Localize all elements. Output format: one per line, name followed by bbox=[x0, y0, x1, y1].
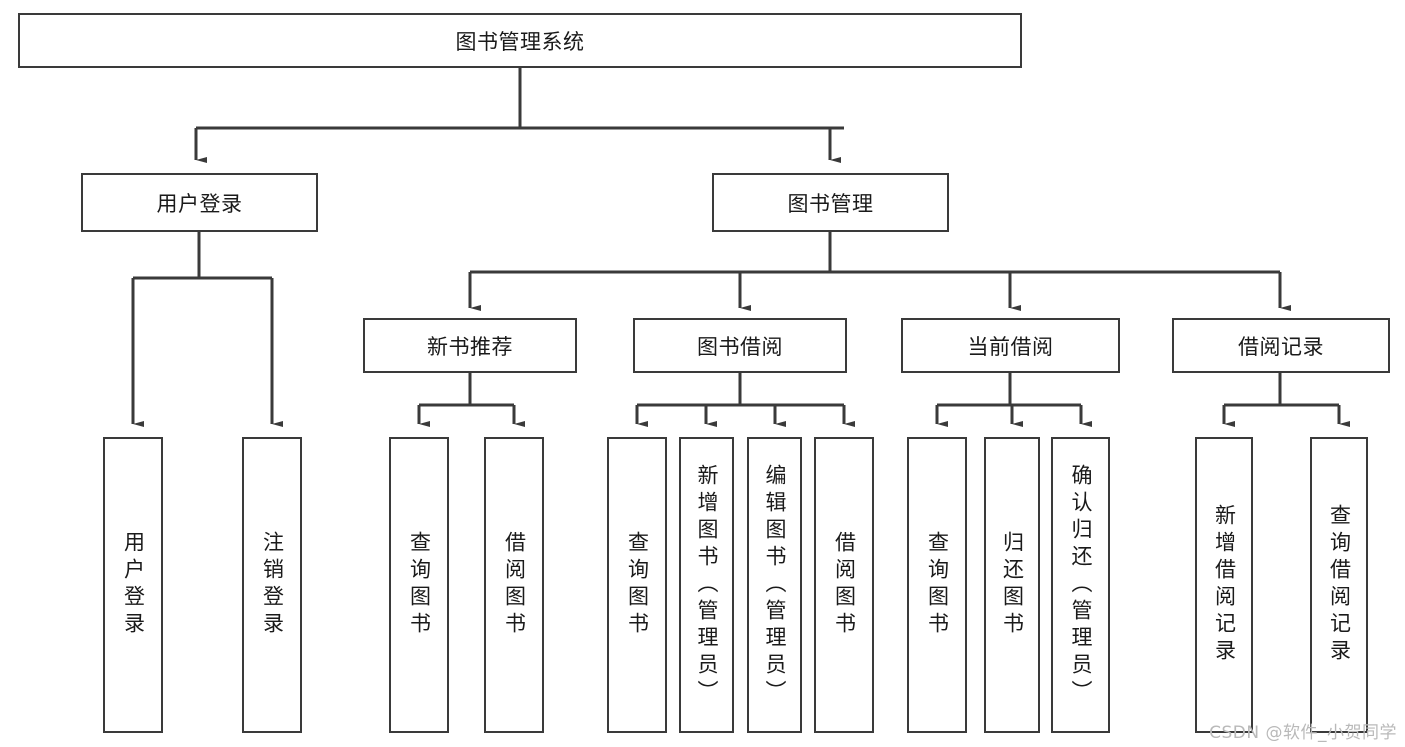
leaf-query-books-current[interactable]: 查询图书 bbox=[907, 437, 967, 733]
node-label: 借阅图书 bbox=[502, 531, 527, 639]
node-label: 查询图书 bbox=[407, 531, 432, 639]
node-borrowing-records[interactable]: 借阅记录 bbox=[1172, 318, 1390, 373]
leaf-query-books-borrowing[interactable]: 查询图书 bbox=[607, 437, 667, 733]
node-user-login[interactable]: 用户登录 bbox=[81, 173, 318, 232]
node-new-book-recommendation[interactable]: 新书推荐 bbox=[363, 318, 577, 373]
node-label: 查询图书 bbox=[925, 531, 950, 639]
node-label: 注销登录 bbox=[260, 531, 285, 639]
node-label: 借阅图书 bbox=[832, 531, 857, 639]
node-label: 查询借阅记录 bbox=[1327, 504, 1352, 666]
node-label: 图书管理系统 bbox=[455, 29, 585, 54]
node-root-book-management-system[interactable]: 图书管理系统 bbox=[18, 13, 1022, 68]
node-label: 当前借阅 bbox=[967, 334, 1054, 359]
node-label: 新增借阅记录 bbox=[1212, 504, 1237, 666]
leaf-user-login[interactable]: 用户登录 bbox=[103, 437, 163, 733]
leaf-confirm-return-admin[interactable]: 确认归还（管理员） bbox=[1051, 437, 1110, 733]
csdn-watermark: CSDN @软件_小贺同学 bbox=[1209, 723, 1397, 743]
node-label: 图书管理 bbox=[787, 191, 874, 216]
leaf-logout[interactable]: 注销登录 bbox=[242, 437, 302, 733]
node-label: 图书借阅 bbox=[697, 334, 783, 359]
node-label: 新书推荐 bbox=[427, 334, 513, 359]
node-label: 确认归还（管理员） bbox=[1069, 463, 1093, 707]
node-label: 用户登录 bbox=[156, 191, 243, 216]
leaf-borrow-books-borrowing[interactable]: 借阅图书 bbox=[814, 437, 874, 733]
node-label: 查询图书 bbox=[625, 531, 650, 639]
leaf-return-books[interactable]: 归还图书 bbox=[984, 437, 1040, 733]
node-label: 新增图书（管理员） bbox=[695, 463, 719, 707]
node-label: 用户登录 bbox=[121, 531, 146, 639]
leaf-add-book-admin[interactable]: 新增图书（管理员） bbox=[679, 437, 734, 733]
node-book-borrowing[interactable]: 图书借阅 bbox=[633, 318, 847, 373]
leaf-add-borrowing-record[interactable]: 新增借阅记录 bbox=[1195, 437, 1253, 733]
node-book-management[interactable]: 图书管理 bbox=[712, 173, 949, 232]
leaf-borrow-books-recommendation[interactable]: 借阅图书 bbox=[484, 437, 544, 733]
leaf-query-books-recommendation[interactable]: 查询图书 bbox=[389, 437, 449, 733]
leaf-query-borrowing-record[interactable]: 查询借阅记录 bbox=[1310, 437, 1368, 733]
node-label: 借阅记录 bbox=[1238, 334, 1324, 359]
leaf-edit-book-admin[interactable]: 编辑图书（管理员） bbox=[747, 437, 802, 733]
node-label: 编辑图书（管理员） bbox=[763, 463, 787, 707]
node-label: 归还图书 bbox=[1000, 531, 1025, 639]
node-current-borrowing[interactable]: 当前借阅 bbox=[901, 318, 1120, 373]
